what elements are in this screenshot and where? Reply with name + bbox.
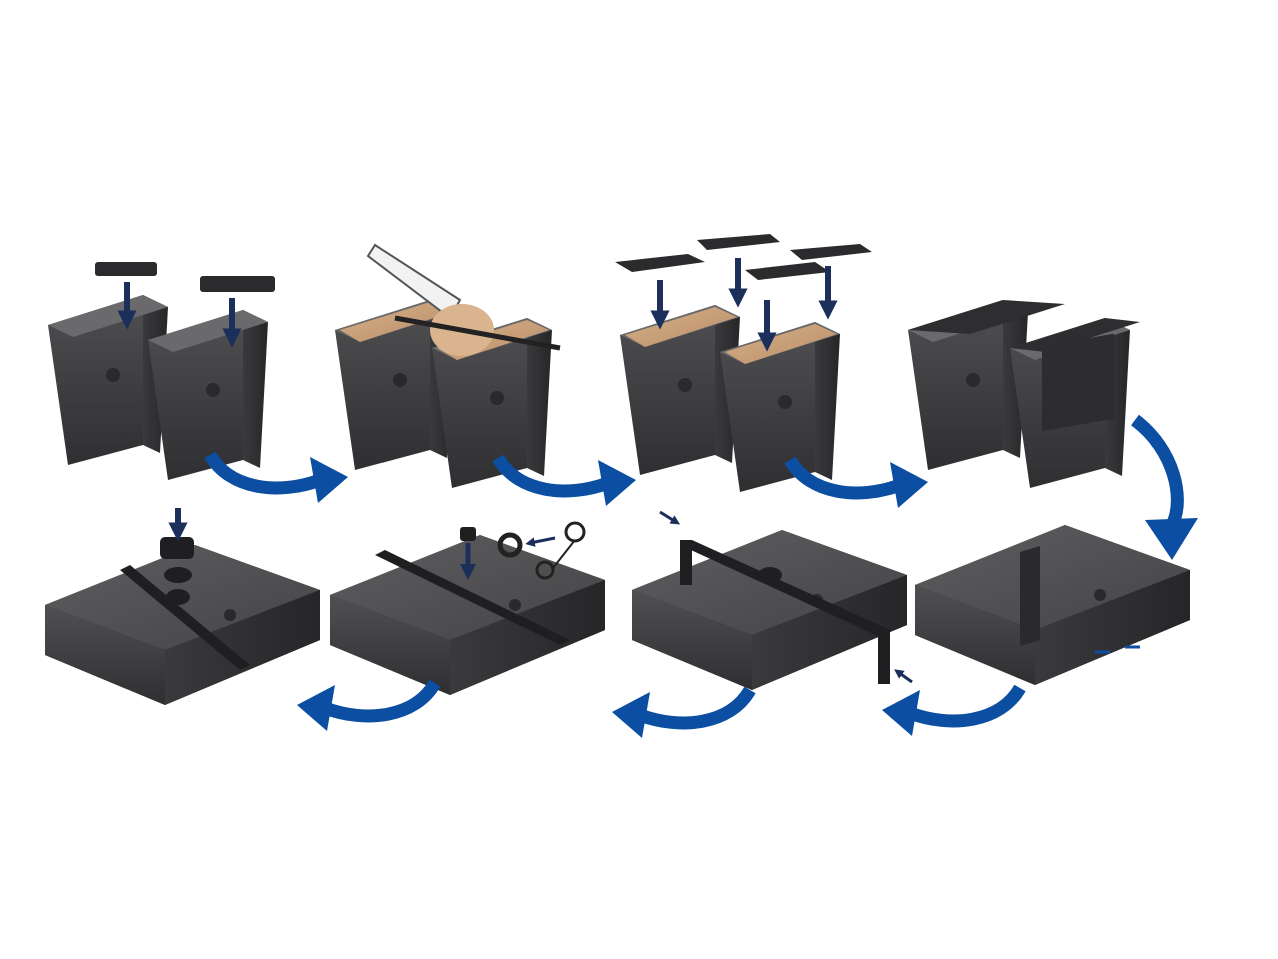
gear-icon bbox=[535, 560, 555, 580]
lid-plate bbox=[790, 244, 872, 260]
step-8-cap-press bbox=[45, 508, 320, 705]
lid-plate bbox=[615, 254, 705, 272]
clip-piece bbox=[200, 276, 275, 292]
clip-piece bbox=[95, 262, 157, 276]
knob-icon bbox=[164, 567, 192, 583]
step-3-lid-place bbox=[615, 234, 872, 492]
flow-arrow-icon bbox=[297, 683, 435, 731]
gear-icon bbox=[497, 532, 523, 558]
lid-plate bbox=[745, 262, 830, 280]
step-5-fold-slide bbox=[915, 333, 1190, 685]
step-1-clip-insert bbox=[48, 262, 275, 480]
flow-arrow-icon bbox=[612, 690, 750, 738]
cap-icon bbox=[160, 537, 194, 559]
step-6-rail-insert bbox=[632, 510, 913, 690]
flow-arrow-icon bbox=[882, 688, 1020, 736]
step-4-halves-assembled bbox=[908, 300, 1140, 488]
left-arrow-icon bbox=[525, 536, 556, 547]
slide-arrow-icon bbox=[894, 669, 913, 684]
slide-arrow-icon bbox=[659, 510, 681, 525]
knob-icon bbox=[460, 527, 476, 541]
step-2-hand-fill-sand bbox=[335, 243, 561, 488]
flow-arrow-icon bbox=[1130, 414, 1198, 560]
lid-plate bbox=[697, 234, 780, 250]
gear-icon bbox=[564, 521, 586, 543]
step-7-knob-gear bbox=[330, 521, 605, 695]
knob-icon bbox=[166, 589, 190, 605]
knob-icon bbox=[758, 567, 782, 583]
